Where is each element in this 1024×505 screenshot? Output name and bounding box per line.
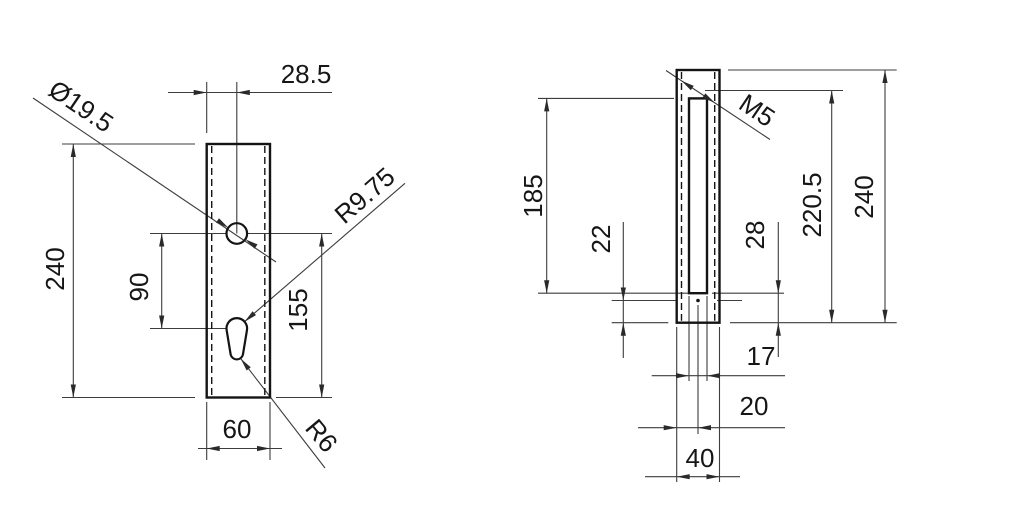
arrow-90-bot: [159, 315, 165, 329]
dim-thread-to-bottom: 220.5: [797, 172, 827, 237]
dim-thread-callout: M5: [734, 88, 781, 133]
arrow-20-left: [663, 425, 677, 431]
dim-slot-width: 17: [747, 341, 776, 371]
dim-slot-to-bottom: 28: [740, 221, 770, 250]
arrow-20-right: [698, 425, 711, 431]
arrow-28.5-left: [193, 89, 207, 96]
dim-center-to-bottom: 22: [586, 225, 616, 254]
arrow-2205-top: [829, 90, 835, 104]
arrow-22-top: [620, 287, 626, 301]
dim-hole-spacing: 90: [124, 273, 154, 302]
arrow-40-right: [706, 474, 720, 480]
dim-slot-length: 185: [518, 174, 548, 217]
dim-front-width: 60: [223, 414, 252, 444]
arrow-28.5-right: [236, 89, 250, 96]
front-hole-outline: [225, 222, 249, 245]
arrow-240f-top: [70, 144, 76, 157]
arrow-90-top: [159, 233, 165, 247]
dim-hole-from-bottom: 155: [283, 288, 313, 331]
dim-keyhole-radius: R9.75: [329, 161, 401, 229]
arrow-r975: [244, 311, 257, 322]
arrow-185-bot: [544, 280, 550, 294]
dim-side-height: 240: [849, 175, 879, 218]
arrow-r6: [240, 358, 251, 371]
dim-front-height: 240: [40, 247, 70, 290]
dim-side-depth: 40: [686, 443, 715, 473]
arrow-2205-bot: [829, 309, 835, 323]
arrow-dia-upper: [216, 218, 229, 228]
arrow-28-top: [775, 280, 781, 294]
dimension-line: [244, 182, 406, 323]
arrow-17-left: [676, 373, 689, 379]
front-plate-outline: [205, 142, 272, 399]
side-slot-outline: [687, 97, 709, 295]
arrow-240s-top: [882, 70, 888, 83]
dimension-line: [240, 358, 326, 469]
arrow-m5-upper: [681, 80, 694, 91]
arrow-m5-lower: [702, 93, 715, 103]
dim-keyhole-small-radius: R6: [299, 413, 343, 458]
dim-hole-diameter: Ø19.5: [43, 74, 118, 138]
dim-hole-x-offset: 28.5: [281, 59, 332, 89]
arrow-28-bot: [775, 322, 781, 336]
arrow-40-left: [676, 474, 690, 480]
arrow-155-top: [319, 233, 325, 247]
arrow-22-bot: [620, 322, 626, 336]
side-plate-outline: [675, 68, 721, 324]
arrow-dia-lower: [245, 239, 258, 249]
arrow-17-right: [707, 373, 720, 379]
arrow-155-bot: [319, 384, 325, 398]
side-hole-center-dot: [696, 298, 700, 303]
front-keyhole-outline: [225, 317, 249, 361]
dim-center-offset: 20: [740, 391, 769, 421]
arrow-240s-bot: [882, 309, 888, 323]
arrow-60-right: [257, 445, 270, 452]
arrow-60-left: [206, 445, 220, 452]
dimension-line: [32, 97, 277, 263]
arrow-240f-bot: [70, 384, 76, 398]
arrow-185-top: [544, 98, 550, 112]
